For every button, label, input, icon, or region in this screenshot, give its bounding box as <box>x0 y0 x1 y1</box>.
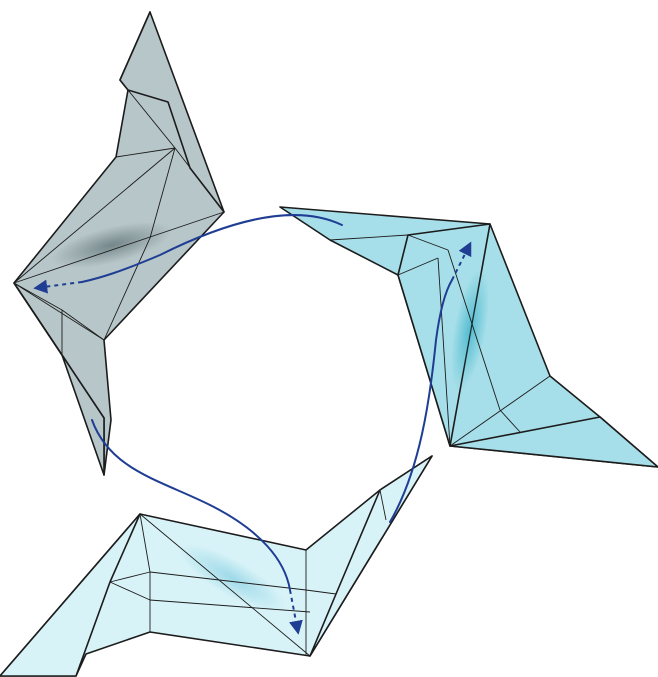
right-unit <box>280 207 658 467</box>
top-left-unit <box>14 12 224 475</box>
bottom-unit <box>0 456 432 676</box>
